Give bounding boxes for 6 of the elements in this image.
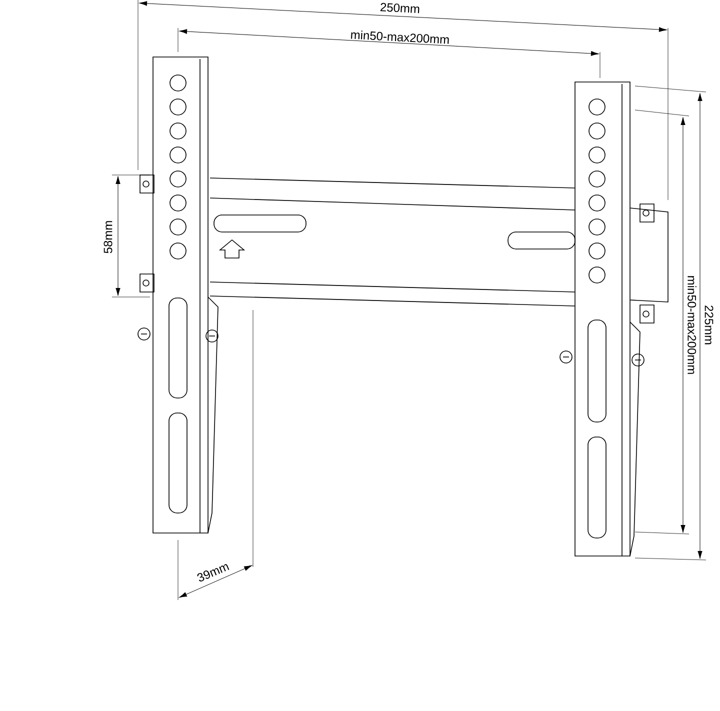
- dimension-label: min50-max200mm: [351, 30, 449, 44]
- dimension-label: 58mm: [104, 221, 112, 254]
- dimension-label: min50-max200mm: [688, 276, 696, 374]
- dimension-label: 250mm: [380, 2, 420, 14]
- dimension-label: 225mm: [704, 306, 714, 344]
- dimension-label: 39mm: [197, 564, 230, 582]
